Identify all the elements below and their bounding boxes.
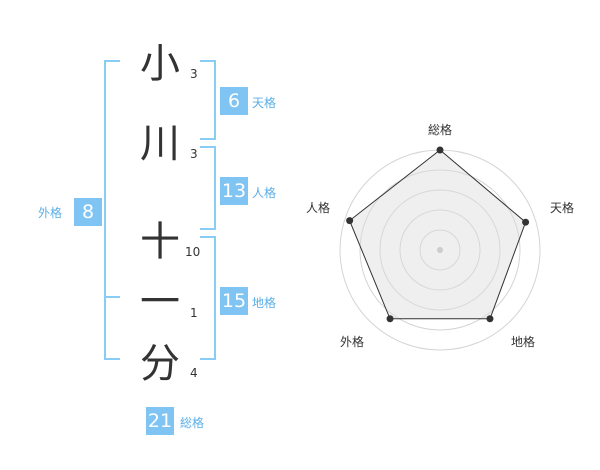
name-char-3: 十: [140, 219, 180, 265]
chikaku-label: 地格: [252, 296, 277, 310]
gaikaku-label: 外格: [38, 206, 63, 220]
jinkaku-bracket: [200, 146, 216, 230]
tenkaku-label: 天格: [252, 96, 277, 110]
radar-ring-3: [379, 189, 501, 311]
stroke-count-4: 1: [190, 306, 198, 320]
radar-label-tenkaku: 天格: [550, 201, 575, 215]
tenkaku-bracket: [200, 60, 216, 140]
soukaku-label: 総格: [180, 416, 205, 430]
stroke-count-1: 3: [190, 67, 198, 81]
jinkaku-value: 13: [220, 177, 248, 205]
chikaku-value: 15: [220, 287, 248, 315]
chikaku-bracket: [200, 236, 216, 360]
radar-point-1: [436, 146, 444, 154]
radar-ring-2: [399, 209, 481, 291]
name-char-2: 川: [140, 121, 180, 167]
jinkaku-label: 人格: [252, 186, 277, 200]
stroke-count-3: 10: [185, 245, 201, 259]
radar-point-5: [346, 217, 354, 225]
radar-label-soukaku: 総格: [428, 123, 453, 137]
gaikaku-bracket: [104, 60, 120, 360]
radar-center-dot: [437, 247, 443, 253]
radar-point-4: [386, 315, 394, 323]
radar-label-chikaku: 地格: [511, 335, 536, 349]
gaikaku-bracket-tick: [104, 296, 120, 298]
name-char-1: 小: [140, 41, 180, 87]
stroke-count-5: 4: [190, 366, 198, 380]
soukaku-value: 21: [146, 407, 174, 435]
tenkaku-value: 6: [220, 87, 248, 115]
gaikaku-value: 8: [74, 198, 102, 226]
radar-point-3: [486, 315, 494, 323]
name-char-4: 一: [140, 279, 180, 325]
radar-label-jinkaku: 人格: [306, 201, 331, 215]
radar-point-2: [522, 218, 530, 226]
radar-ring-4: [359, 169, 521, 331]
radar-polygon: [348, 149, 527, 320]
radar-ring-1: [419, 229, 461, 271]
radar-label-gaikaku: 外格: [340, 335, 365, 349]
name-char-5: 分: [140, 341, 180, 387]
stroke-count-2: 3: [190, 147, 198, 161]
